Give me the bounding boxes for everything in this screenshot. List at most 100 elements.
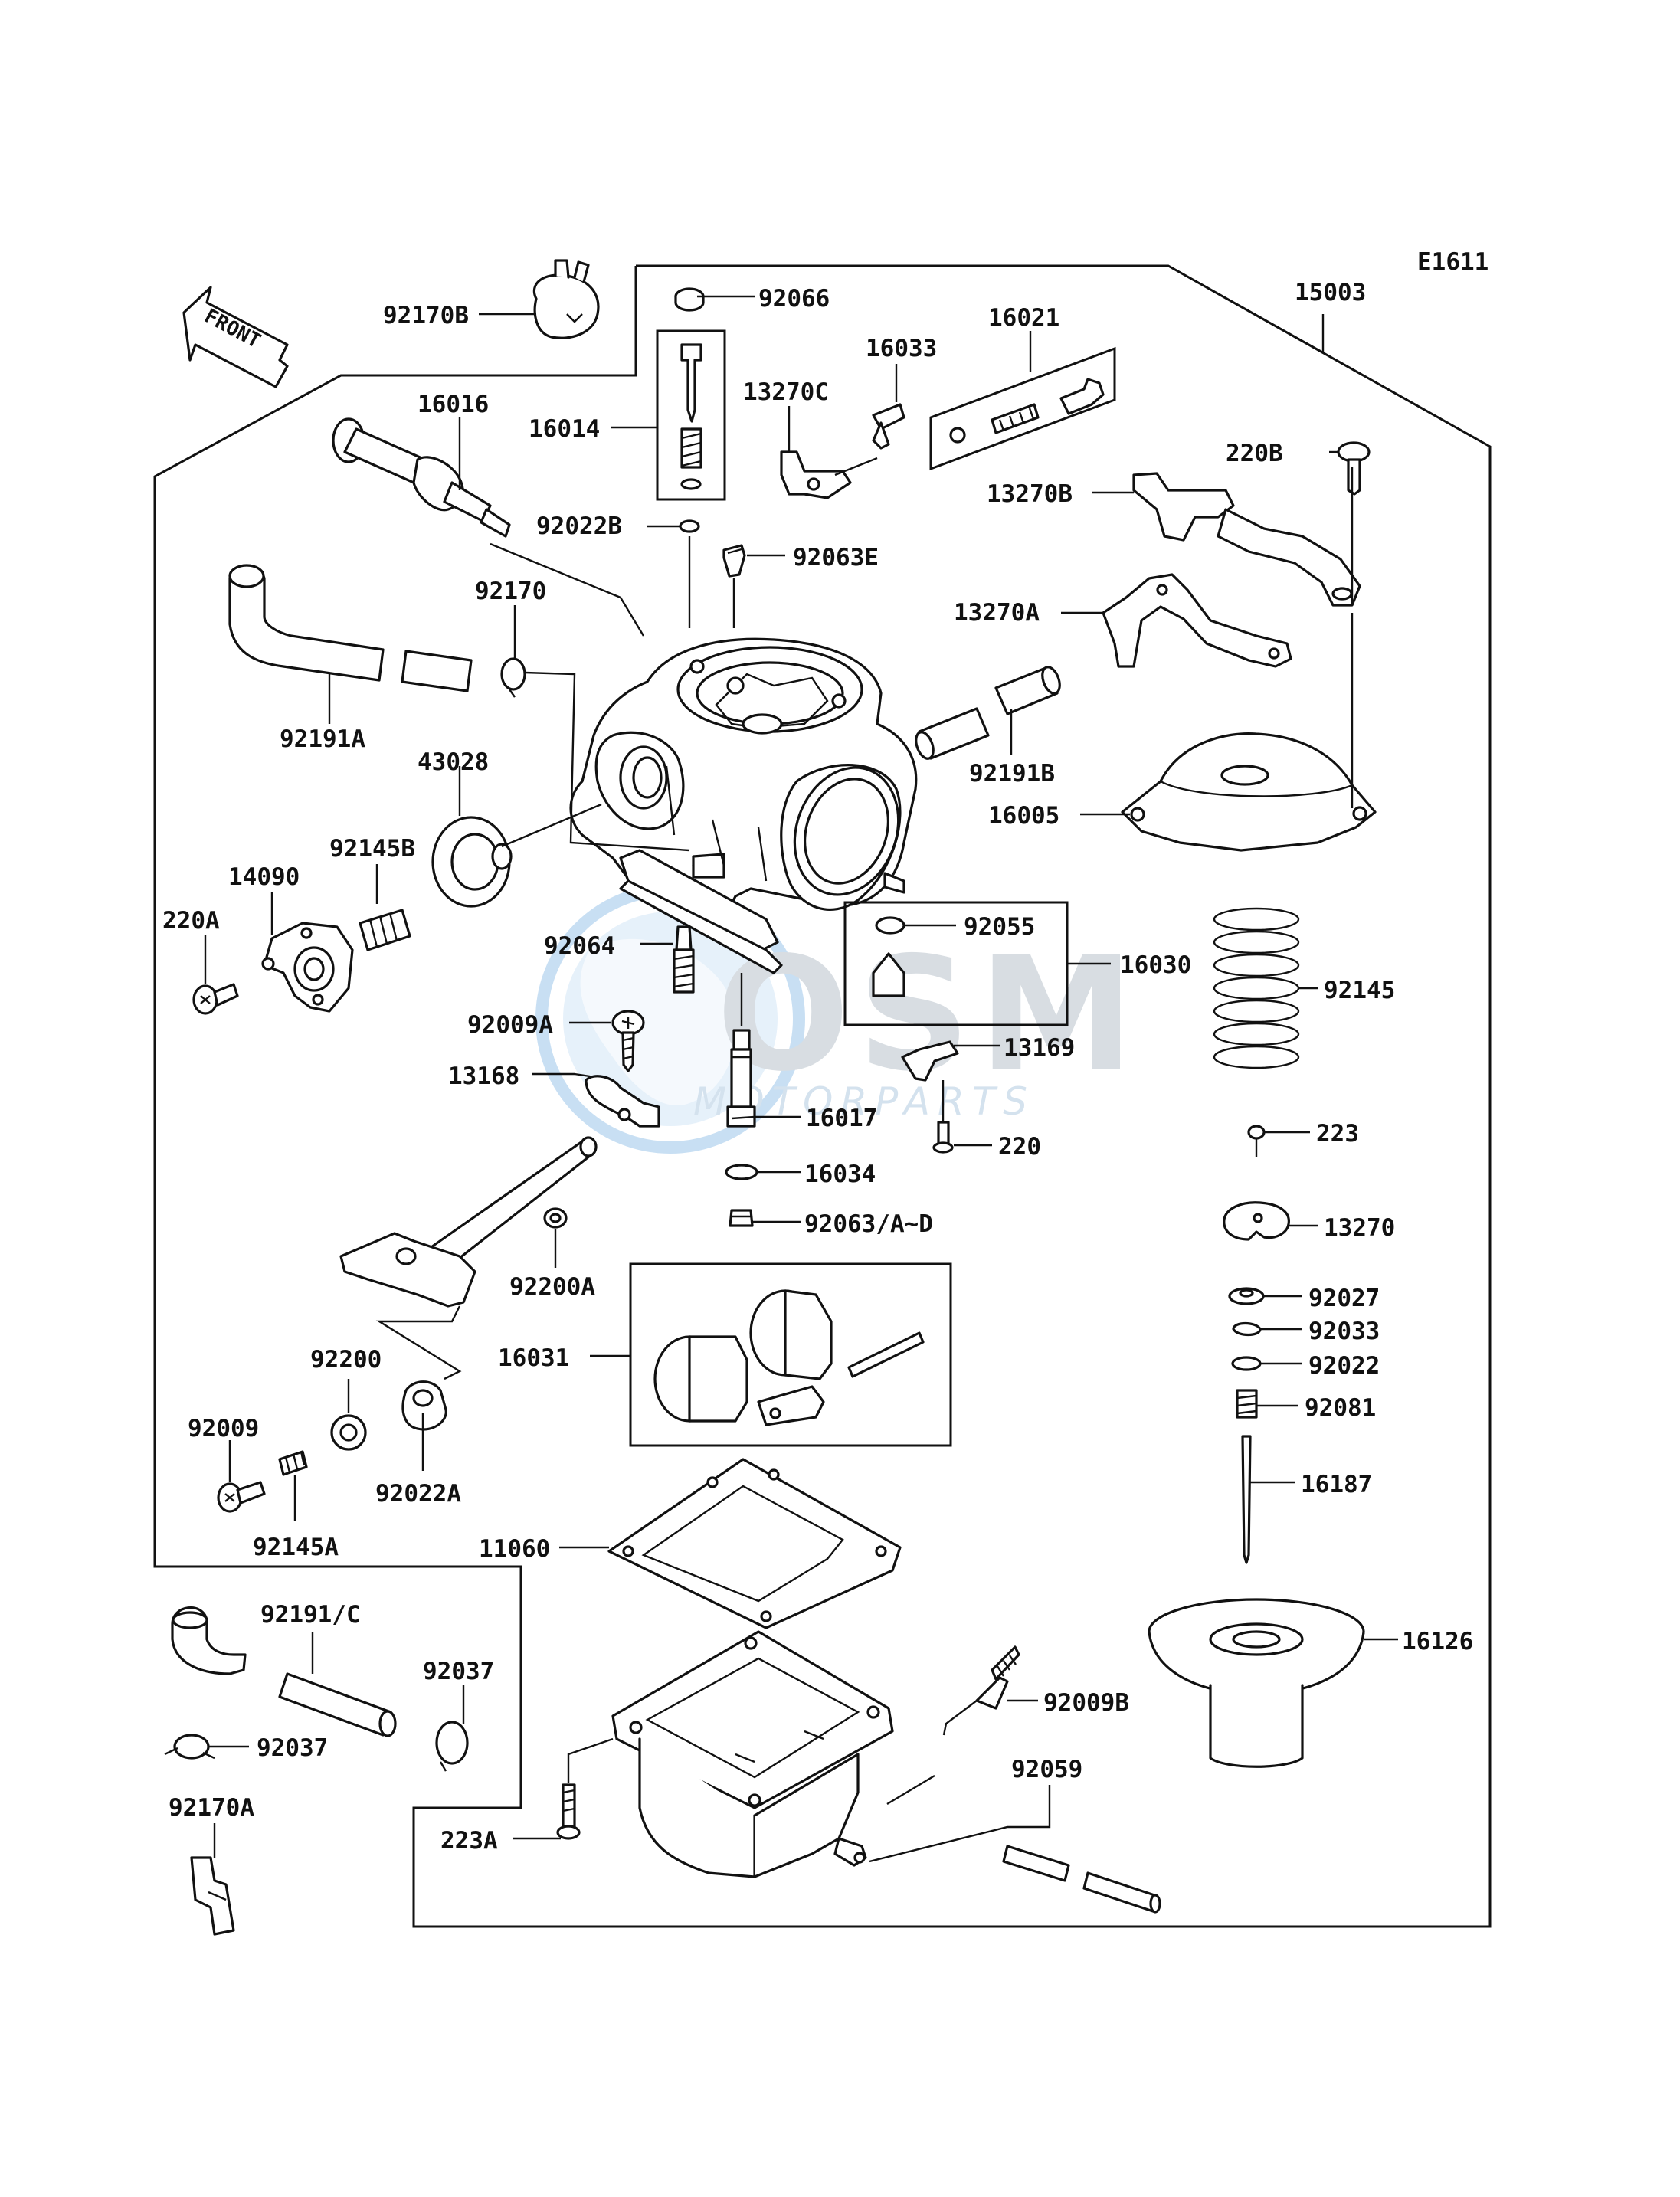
label-92081: 92081 [1305, 1394, 1376, 1422]
tube-92059-shape [1002, 1845, 1161, 1914]
label-92170b: 92170B [383, 302, 469, 329]
label-220b: 220B [1226, 440, 1283, 467]
adjust-screw-box [929, 346, 1116, 471]
bracket-13169-shape [901, 1040, 959, 1154]
carburetor-body [569, 637, 918, 974]
slide-16126-shape [1148, 1598, 1365, 1768]
label-13270c: 13270C [743, 378, 829, 406]
label-92022: 92022 [1308, 1352, 1380, 1380]
screw-223a-shape [556, 1783, 581, 1840]
clamp-92170a-shape [190, 1856, 235, 1936]
hose-92191c-shape [164, 1606, 469, 1772]
screw-220b-shape [1337, 441, 1371, 496]
small-parts-top [679, 519, 746, 578]
label-92037-left: 92037 [257, 1734, 328, 1762]
label-92200: 92200 [310, 1346, 382, 1374]
label-92145: 92145 [1324, 977, 1395, 1004]
float-bowl-shape [611, 1630, 894, 1878]
front-direction-arrow: FRONT [182, 286, 289, 388]
hose-92191a-shape [228, 564, 473, 692]
label-92063-a-d: 92063/A~D [804, 1210, 933, 1238]
label-16031: 16031 [498, 1344, 569, 1372]
label-92145a: 92145A [253, 1534, 339, 1561]
bracket-13270b-shape [1132, 472, 1361, 607]
label-92170a: 92170A [169, 1794, 254, 1822]
label-16034: 16034 [804, 1161, 876, 1188]
label-92170: 92170 [475, 578, 546, 605]
plate-13270-shape [1223, 1125, 1290, 1241]
label-16030: 16030 [1120, 951, 1191, 979]
screw-220a-shape [192, 983, 239, 1015]
label-92022a: 92022A [375, 1480, 461, 1508]
label-223: 223 [1316, 1120, 1359, 1148]
top-cover-16005-shape [1121, 732, 1377, 852]
label-16014: 16014 [529, 415, 600, 443]
label-16126: 16126 [1402, 1628, 1473, 1655]
gasket-11060-shape [607, 1458, 902, 1629]
bracket-13270a-shape [1102, 573, 1292, 668]
label-16021: 16021 [988, 304, 1059, 332]
label-92191a: 92191A [280, 725, 365, 753]
label-13270: 13270 [1324, 1214, 1395, 1242]
lever-13270c-shape [780, 450, 852, 499]
label-92191c: 92191/C [260, 1601, 361, 1629]
jet-16017-shape [726, 1029, 756, 1128]
bracket-13168-shape [574, 1072, 660, 1128]
label-16033: 16033 [866, 335, 937, 362]
leader-lines [204, 264, 1398, 1863]
label-92027: 92027 [1308, 1285, 1380, 1312]
label-15003: 15003 [1295, 279, 1366, 306]
hose-92191b-shape [915, 666, 1061, 760]
label-220: 220 [998, 1133, 1041, 1161]
label-92033: 92033 [1308, 1318, 1380, 1345]
small-parts-mid [725, 1164, 758, 1227]
label-16017: 16017 [806, 1105, 877, 1132]
label-92009: 92009 [188, 1415, 259, 1442]
cap-92066-shape [674, 287, 705, 312]
screw-92009a-shape [611, 1010, 645, 1072]
label-16016: 16016 [418, 391, 489, 418]
clip-92170-shape [500, 657, 526, 698]
spring-92145b-shape [359, 909, 411, 951]
assembly-frame [153, 264, 1492, 1928]
spring-92145-shape [1213, 907, 1300, 1069]
label-92063e: 92063E [793, 544, 879, 571]
cover-14090-shape [261, 922, 354, 1013]
small-parts-right [1228, 1287, 1265, 1564]
screw-92064-shape [673, 925, 695, 994]
throttle-shaft-shape [339, 1136, 598, 1308]
label-92022b: 92022B [536, 512, 622, 540]
label-16187: 16187 [1301, 1471, 1372, 1498]
label-13270b: 13270B [987, 480, 1073, 508]
label-92064: 92064 [544, 932, 615, 960]
label-13168: 13168 [448, 1062, 519, 1090]
label-16005: 16005 [988, 802, 1059, 830]
part-labels: E1611 15003 92066 92170B 16021 16033 132… [162, 248, 1488, 1855]
label-14090: 14090 [228, 863, 300, 891]
watermark-logo: OSM MOTORPARTS [535, 884, 1135, 1154]
screw-92009b-shape [942, 1645, 1020, 1736]
label-13270a: 13270A [954, 599, 1040, 627]
label-92037-right: 92037 [423, 1658, 494, 1685]
choke-plunger-shape [332, 417, 511, 538]
screw-16033-shape [872, 403, 905, 450]
figure-code: E1611 [1417, 248, 1488, 276]
label-92200a: 92200A [509, 1273, 595, 1301]
label-92009b: 92009B [1043, 1689, 1129, 1717]
label-92009a: 92009A [467, 1011, 553, 1039]
label-92145b: 92145B [329, 835, 415, 863]
clamp-92170b-shape [532, 259, 600, 339]
pilot-screw-box [656, 329, 726, 501]
label-43028: 43028 [418, 748, 489, 776]
small-parts-left [217, 1380, 447, 1513]
label-11060: 11060 [479, 1535, 550, 1563]
label-223a: 223A [440, 1827, 498, 1855]
label-220a: 220A [162, 907, 220, 935]
label-13169: 13169 [1004, 1034, 1075, 1062]
label-92059: 92059 [1011, 1756, 1082, 1783]
label-92066: 92066 [758, 285, 830, 313]
label-92191b: 92191B [969, 760, 1055, 787]
label-92055: 92055 [964, 913, 1035, 941]
float-box [629, 1262, 952, 1447]
